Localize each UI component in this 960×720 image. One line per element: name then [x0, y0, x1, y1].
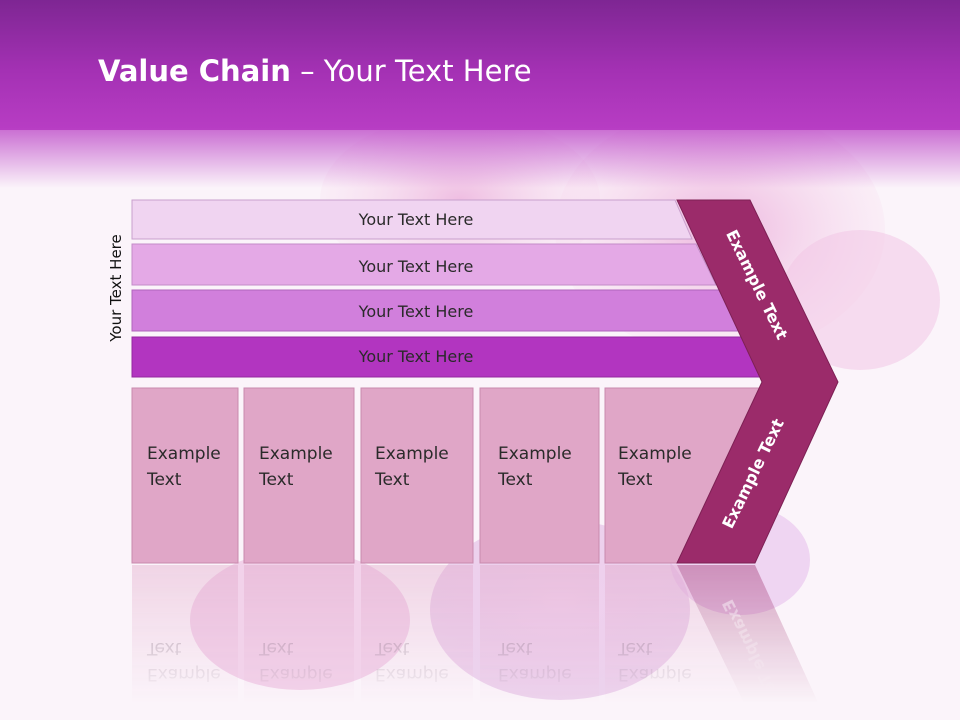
primary-box-3-line1: Example — [375, 444, 449, 464]
primary-box-1: Example Text — [131, 387, 239, 564]
primary-box-4-line2: Text — [497, 470, 533, 490]
reflection-text-1a: Example — [147, 664, 221, 684]
support-bar-1: Your Text Here — [131, 199, 693, 240]
reflection-text-3b: Text — [374, 638, 410, 658]
primary-box-4-line1: Example — [498, 444, 572, 464]
title-bar-fade — [0, 128, 960, 188]
reflection-text-2b: Text — [258, 638, 294, 658]
primary-box-5-line2: Text — [617, 470, 653, 490]
primary-box-1-line2: Text — [146, 470, 182, 490]
primary-box-3: Example Text — [360, 387, 474, 564]
support-bar-2: Your Text Here — [131, 243, 717, 286]
primary-box-5-line1: Example — [618, 444, 692, 464]
reflection-text-5b: Text — [617, 638, 653, 658]
reflection-text-5a: Example — [618, 664, 692, 684]
support-bar-1-label: Your Text Here — [358, 210, 474, 229]
primary-box-4: Example Text — [479, 387, 600, 564]
support-bar-3-label: Your Text Here — [358, 302, 474, 321]
reflection-text-1b: Text — [146, 638, 182, 658]
slide-title-rest: – Your Text Here — [290, 54, 532, 88]
primary-box-5: Example Text — [604, 387, 763, 564]
slide-title-bold: Value Chain — [98, 54, 291, 88]
reflection-text-3a: Example — [375, 664, 449, 684]
primary-box-3-line2: Text — [374, 470, 410, 490]
primary-box-2-line1: Example — [259, 444, 333, 464]
reflection-margin-label: Example Text — [718, 596, 788, 712]
title-bar — [0, 0, 960, 130]
primary-box-2: Example Text — [243, 387, 355, 564]
support-bar-4: Your Text Here — [131, 336, 763, 378]
support-bar-3: Your Text Here — [131, 289, 740, 332]
support-bar-2-label: Your Text Here — [358, 257, 474, 276]
primary-box-1-line1: Example — [147, 444, 221, 464]
reflection-text-4b: Text — [497, 638, 533, 658]
support-bar-4-label: Your Text Here — [358, 347, 474, 366]
reflection-text-4a: Example — [498, 664, 572, 684]
reflection-text-2a: Example — [259, 664, 333, 684]
slide-title: Value Chain – Your Text Here — [98, 54, 532, 88]
primary-box-2-line2: Text — [258, 470, 294, 490]
